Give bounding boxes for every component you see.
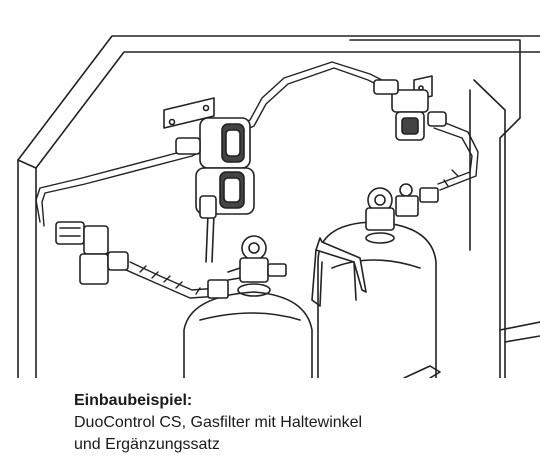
caption-line-1: DuoControl CS, Gasfilter mit Haltewinkel — [74, 414, 363, 431]
caption: Einbaubeispiel: DuoControl CS, Gasfilter… — [74, 390, 514, 456]
cylinder-collar-handle — [311, 237, 367, 307]
gas-cylinder-left — [183, 291, 313, 378]
left-cylinder-valve — [207, 235, 287, 299]
gas-filter-bracket — [373, 75, 447, 141]
gas-cylinder-right — [317, 221, 437, 378]
caption-line-2: und Ergänzungssatz — [74, 436, 220, 453]
duocontrol-unit — [163, 97, 255, 263]
gas-hoses — [35, 61, 479, 299]
supplement-kit-connector — [55, 221, 129, 285]
cabinet-outline — [17, 35, 540, 378]
caption-title: Einbaubeispiel: — [74, 392, 193, 409]
installation-illustration — [17, 35, 540, 378]
right-cylinder-valve — [365, 183, 439, 244]
